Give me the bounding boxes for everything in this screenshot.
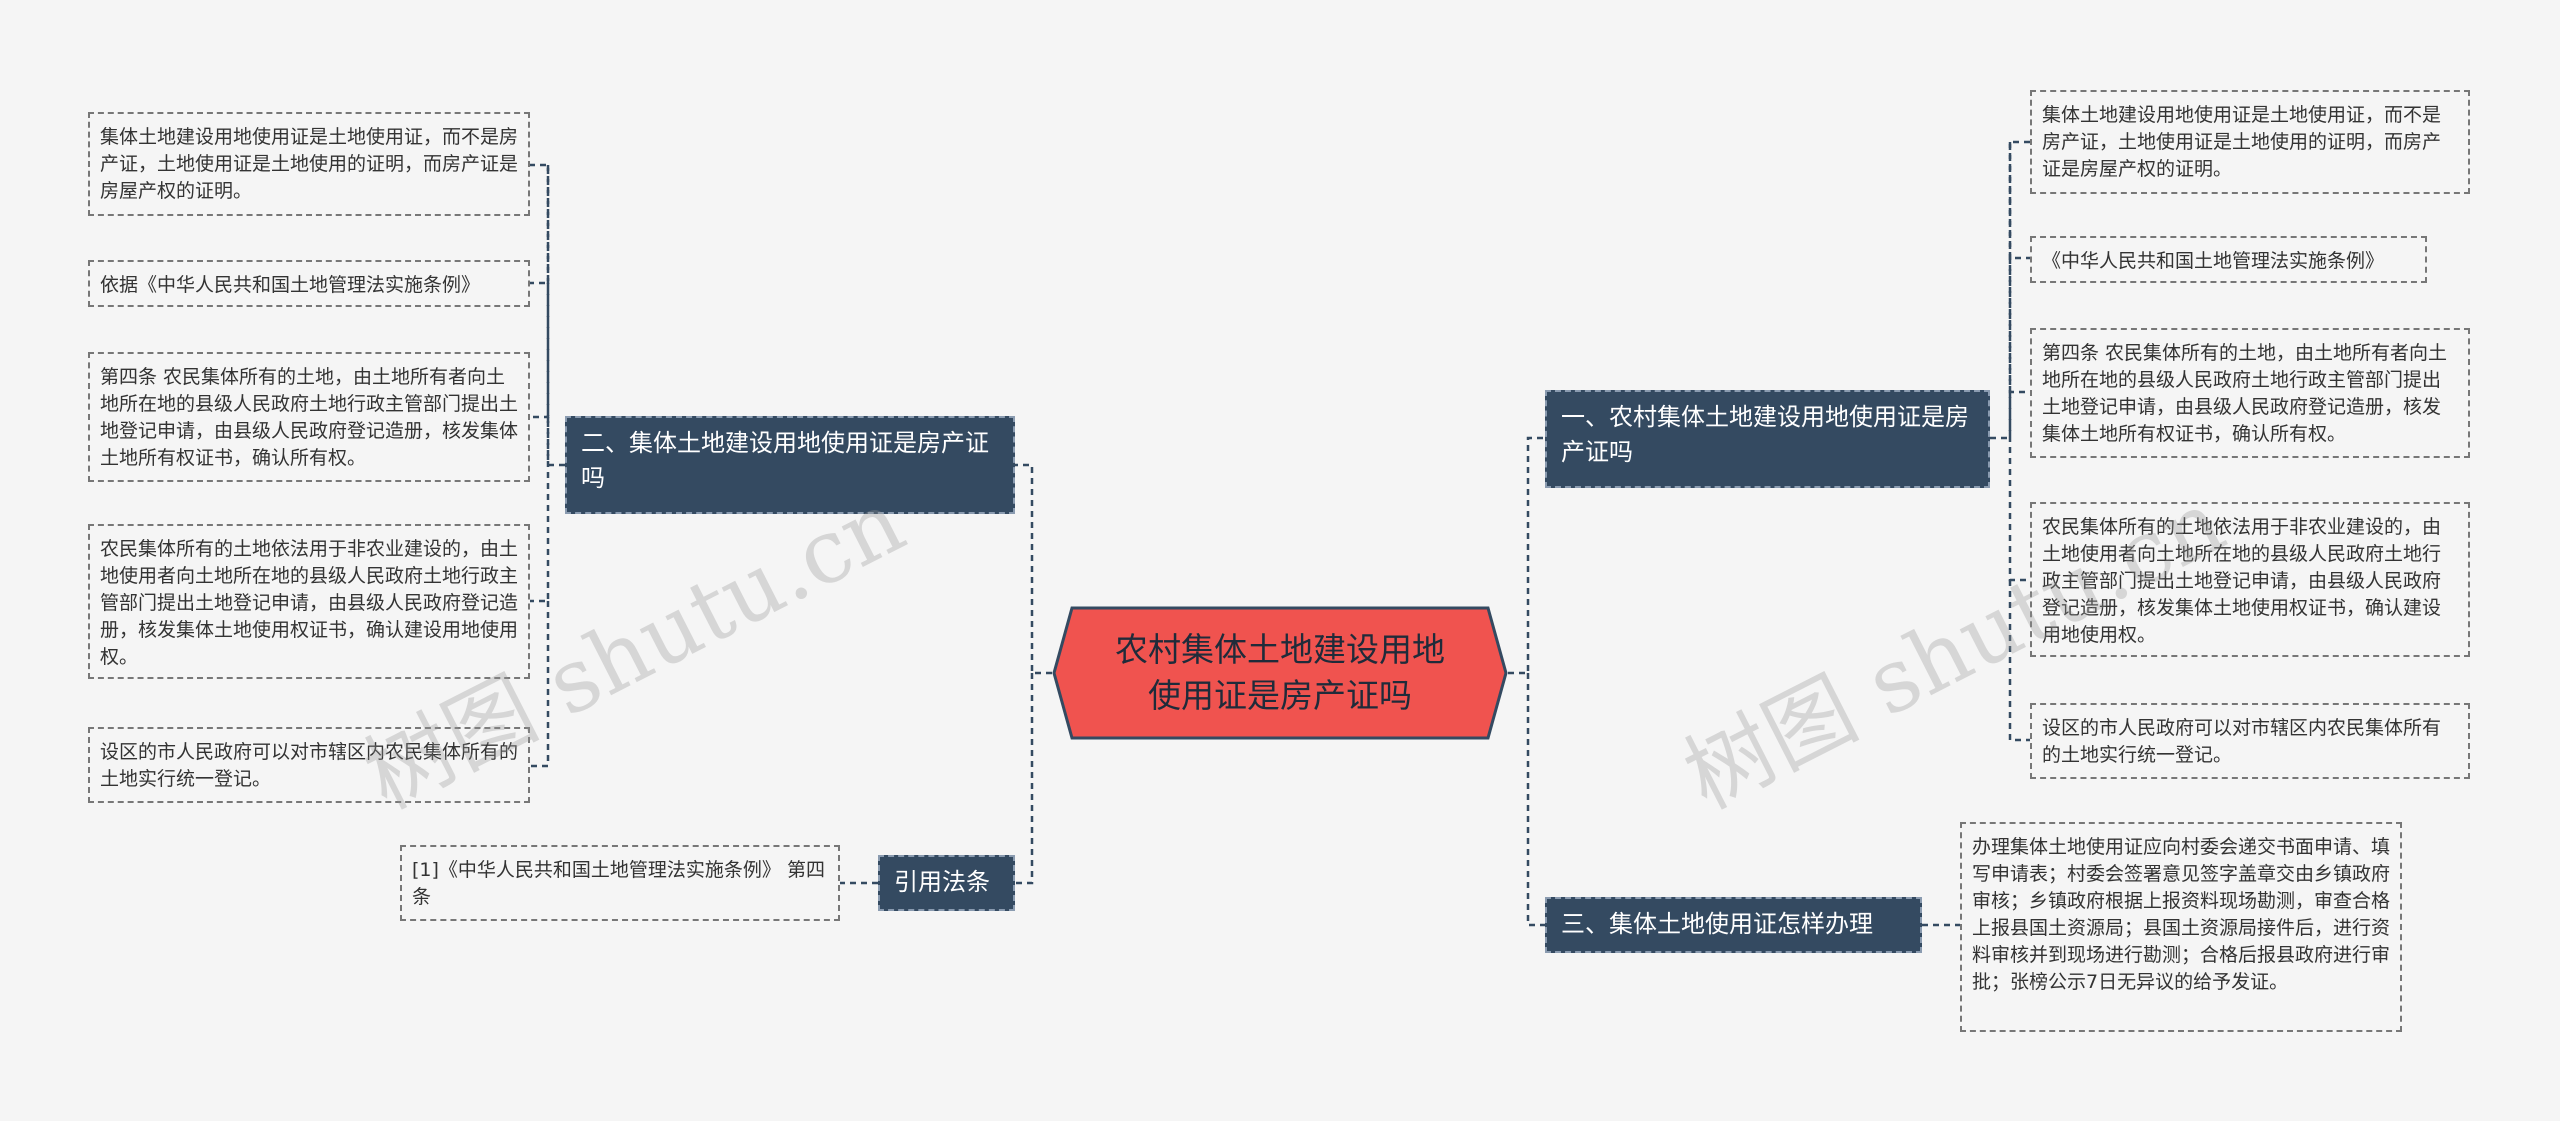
central-topic[interactable]: 农村集体土地建设用地使用证是房产证吗 [1052,606,1508,740]
central-topic-shape [1052,606,1508,740]
left-leaf-nonagricultural[interactable]: 农民集体所有的土地依法用于非农业建设的，由土地使用者向土地所在地的县级人民政府土… [88,524,530,679]
branch-left-2[interactable]: 二、集体土地建设用地使用证是房产证吗 [565,416,1015,514]
left-leaf-unified-registration[interactable]: 设区的市人民政府可以对市辖区内农民集体所有的土地实行统一登记。 [88,727,530,803]
left-leaf-definition[interactable]: 集体土地建设用地使用证是土地使用证，而不是房产证，土地使用证是土地使用的证明，而… [88,112,530,216]
procedure-leaf[interactable]: 办理集体土地使用证应向村委会递交书面申请、填写申请表；村委会签署意见签字盖章交由… [1960,822,2402,1032]
branch-right-1[interactable]: 一、农村集体土地建设用地使用证是房产证吗 [1545,390,1990,488]
right-leaf-nonagricultural[interactable]: 农民集体所有的土地依法用于非农业建设的，由土地使用者向土地所在地的县级人民政府土… [2030,502,2470,657]
right-leaf-regulation[interactable]: 《中华人民共和国土地管理法实施条例》 [2030,236,2427,283]
right-leaf-definition[interactable]: 集体土地建设用地使用证是土地使用证，而不是房产证，土地使用证是土地使用的证明，而… [2030,90,2470,194]
left-leaf-article4[interactable]: 第四条 农民集体所有的土地，由土地所有者向土地所在地的县级人民政府土地行政主管部… [88,352,530,482]
branch-right-3[interactable]: 三、集体土地使用证怎样办理 [1545,897,1922,953]
left-leaf-regulation[interactable]: 依据《中华人民共和国土地管理法实施条例》 [88,260,530,307]
citation-leaf[interactable]: [1]《中华人民共和国土地管理法实施条例》 第四条 [400,845,840,921]
right-leaf-article4[interactable]: 第四条 农民集体所有的土地，由土地所有者向土地所在地的县级人民政府土地行政主管部… [2030,328,2470,458]
branch-citation[interactable]: 引用法条 [878,855,1015,911]
central-topic-label: 农村集体土地建设用地使用证是房产证吗 [1115,630,1445,715]
right-leaf-unified-registration[interactable]: 设区的市人民政府可以对市辖区内农民集体所有的土地实行统一登记。 [2030,703,2470,779]
